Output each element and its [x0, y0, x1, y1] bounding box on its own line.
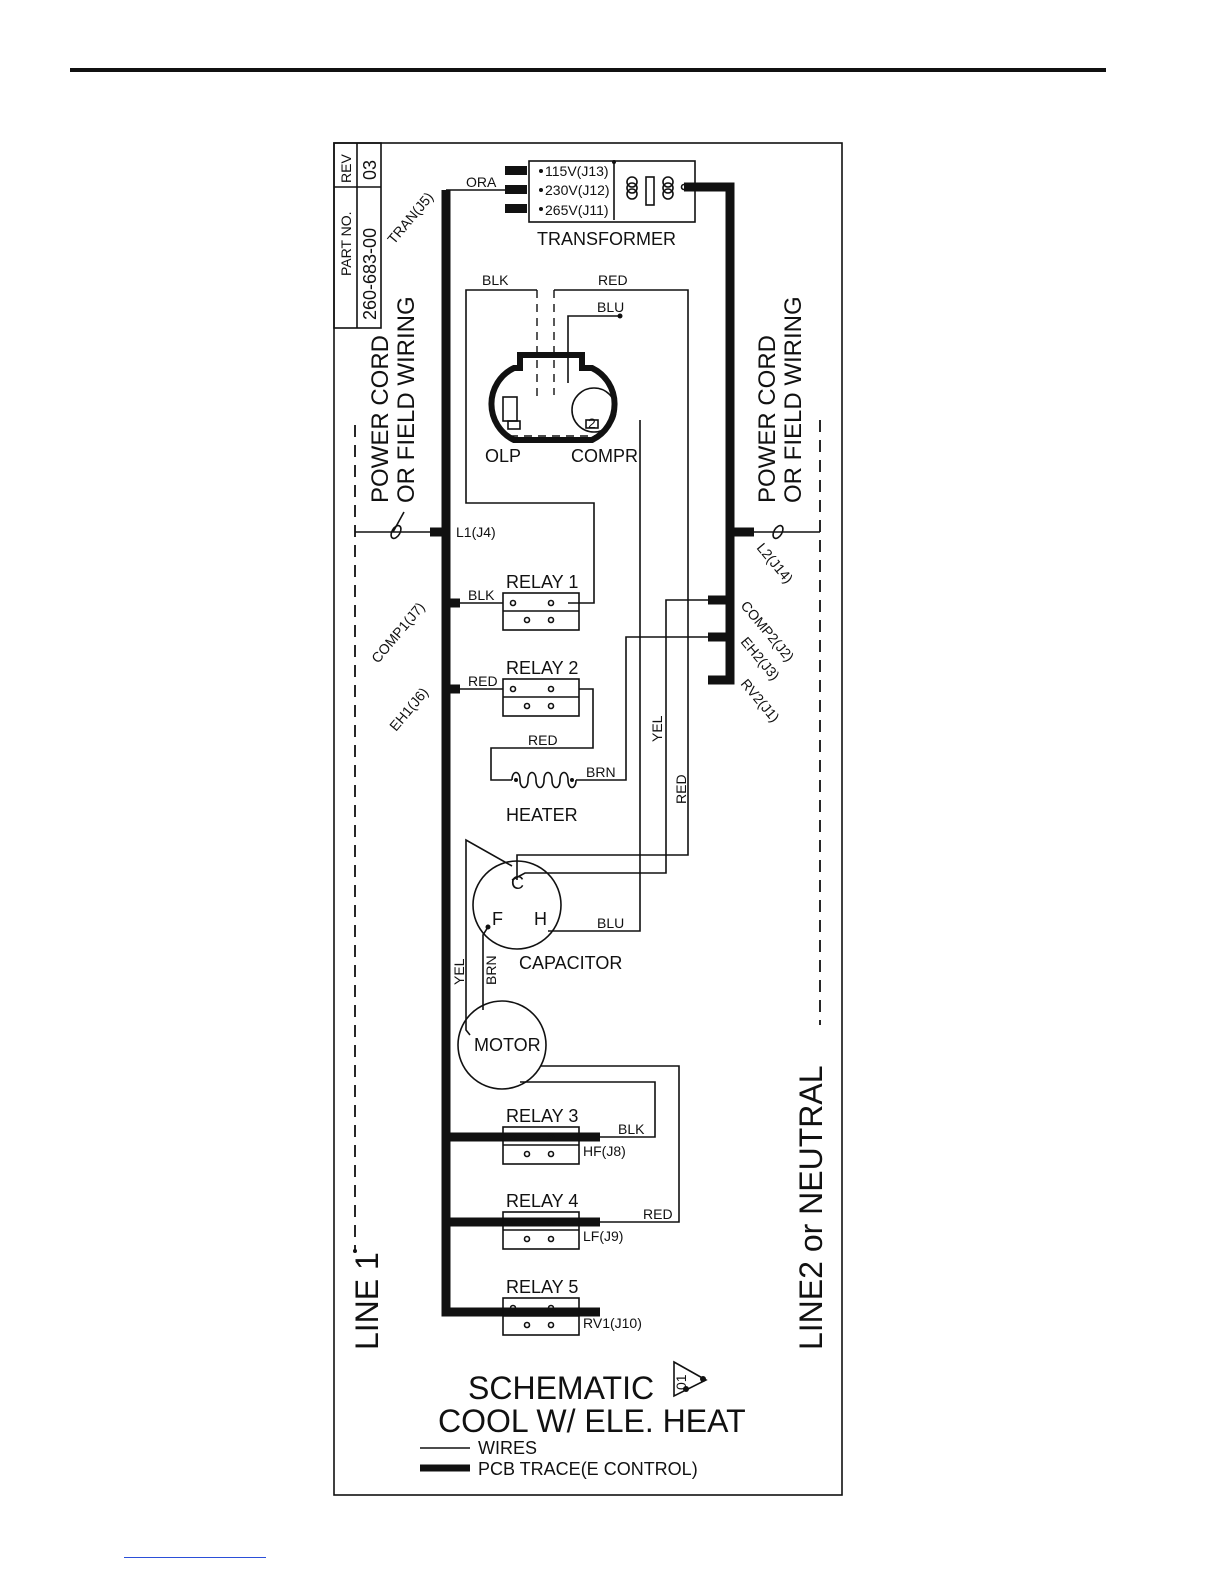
l2-connector-label: L2(J14) — [754, 540, 797, 587]
power-cord-left-1: POWER CORD — [367, 335, 394, 503]
lf-connector-label: LF(J9) — [583, 1228, 623, 1244]
relay1-blk-label: BLK — [468, 587, 495, 603]
title-block: REV 03 PART NO. 260-683-00 — [333, 142, 382, 329]
relay-5: RELAY 5 RV1(J10) — [502, 1277, 642, 1336]
comp1-connector-label: COMP1(J7) — [368, 599, 428, 666]
compressor: 2 OLP COMPR — [485, 290, 638, 466]
relay4-red-label: RED — [643, 1206, 673, 1222]
motor-label: MOTOR — [474, 1035, 541, 1055]
rv2-connector-label: RV2(J1) — [738, 676, 783, 725]
red-vertical-label: RED — [673, 774, 689, 804]
cap-blu-label: BLU — [597, 915, 624, 931]
hf-connector-label: HF(J8) — [583, 1143, 626, 1159]
tap-230v: 230V(J12) — [545, 182, 610, 198]
legend-pcb: PCB TRACE(E CONTROL) — [478, 1459, 698, 1479]
part-no-value: 260-683-00 — [360, 228, 380, 320]
relay2-red-label: RED — [468, 673, 498, 689]
power-cord-left-2: OR FIELD WIRING — [393, 296, 420, 503]
relay-2-label: RELAY 2 — [506, 658, 578, 678]
cap-terminal-h: H — [534, 909, 547, 929]
tap-115v: 115V(J13) — [545, 163, 609, 179]
eh1-connector-label: EH1(J6) — [386, 684, 431, 734]
heater: RED BRN HEATER — [490, 636, 708, 825]
heater-brn-label: BRN — [586, 764, 616, 780]
compressor-terminal-2: 2 — [588, 415, 596, 431]
pcb-traces — [430, 182, 754, 1317]
capacitor: C F H CAPACITOR YEL BRN — [451, 838, 622, 1036]
relay-2: RELAY 2 RED — [460, 658, 580, 717]
brn-left-label: BRN — [483, 955, 499, 985]
legend: WIRES PCB TRACE(E CONTROL) — [420, 1438, 698, 1479]
footer-link-underline — [124, 1557, 266, 1558]
compressor-wiring: BLK RED BLU — [465, 272, 689, 880]
page-top-rule — [70, 68, 1106, 72]
olp-label: OLP — [485, 446, 521, 466]
relay-1-label: RELAY 1 — [506, 572, 578, 592]
compr-blu-label: BLU — [597, 299, 624, 315]
power-left: POWER CORD OR FIELD WIRING LINE 1 — [349, 296, 430, 1350]
heater-label: HEATER — [506, 805, 578, 825]
rv1-connector-label: RV1(J10) — [583, 1315, 642, 1331]
relay-4: RELAY 4 RED LF(J9) — [502, 1191, 673, 1250]
legend-wires: WIRES — [478, 1438, 537, 1458]
rev-label: REV — [338, 154, 354, 183]
transformer: 115V(J13) 230V(J12) 265V(J11) TRANSFORME… — [446, 160, 696, 249]
revision-mark: 01 — [673, 1374, 689, 1390]
line2-label: LINE2 or NEUTRAL — [793, 1065, 829, 1350]
caption-line-1: SCHEMATIC — [468, 1370, 654, 1406]
relay-1: RELAY 1 BLK — [460, 572, 580, 631]
relay3-blk-label: BLK — [618, 1121, 645, 1137]
power-right: POWER CORD OR FIELD WIRING LINE2 or NEUT… — [754, 296, 829, 1350]
l1-connector-label: L1(J4) — [456, 524, 496, 540]
power-cord-right-1: POWER CORD — [754, 335, 781, 503]
schematic-caption: SCHEMATIC 01 COOL W/ ELE. HEAT — [438, 1360, 746, 1439]
capacitor-label: CAPACITOR — [519, 953, 622, 973]
yel-vertical-label: YEL — [649, 715, 665, 742]
ora-wire-label: ORA — [466, 174, 497, 190]
caption-line-2: COOL W/ ELE. HEAT — [438, 1403, 746, 1439]
cap-terminal-c: C — [511, 873, 524, 893]
line1-label: LINE 1 — [349, 1252, 385, 1350]
relay-4-label: RELAY 4 — [506, 1191, 578, 1211]
compr-blk-label: BLK — [482, 272, 509, 288]
rev-value: 03 — [360, 160, 380, 180]
compr-red-label: RED — [598, 272, 628, 288]
relay-5-label: RELAY 5 — [506, 1277, 578, 1297]
cap-terminal-f: F — [492, 909, 503, 929]
heater-red-label: RED — [528, 732, 558, 748]
yel-left-label: YEL — [451, 958, 467, 985]
relay-3-label: RELAY 3 — [506, 1106, 578, 1126]
diagram-frame — [333, 142, 843, 1496]
compr-label: COMPR — [571, 446, 638, 466]
motor: MOTOR — [457, 1000, 680, 1223]
part-no-label: PART NO. — [338, 211, 354, 276]
transformer-label: TRANSFORMER — [537, 229, 676, 249]
power-cord-right-2: OR FIELD WIRING — [780, 296, 807, 503]
tran-connector-label: TRAN(J5) — [384, 189, 436, 247]
tap-265v: 265V(J11) — [545, 202, 609, 218]
right-side-wiring: YEL RED BLU — [511, 420, 708, 932]
relay-3: RELAY 3 BLK HF(J8) — [502, 1106, 645, 1165]
